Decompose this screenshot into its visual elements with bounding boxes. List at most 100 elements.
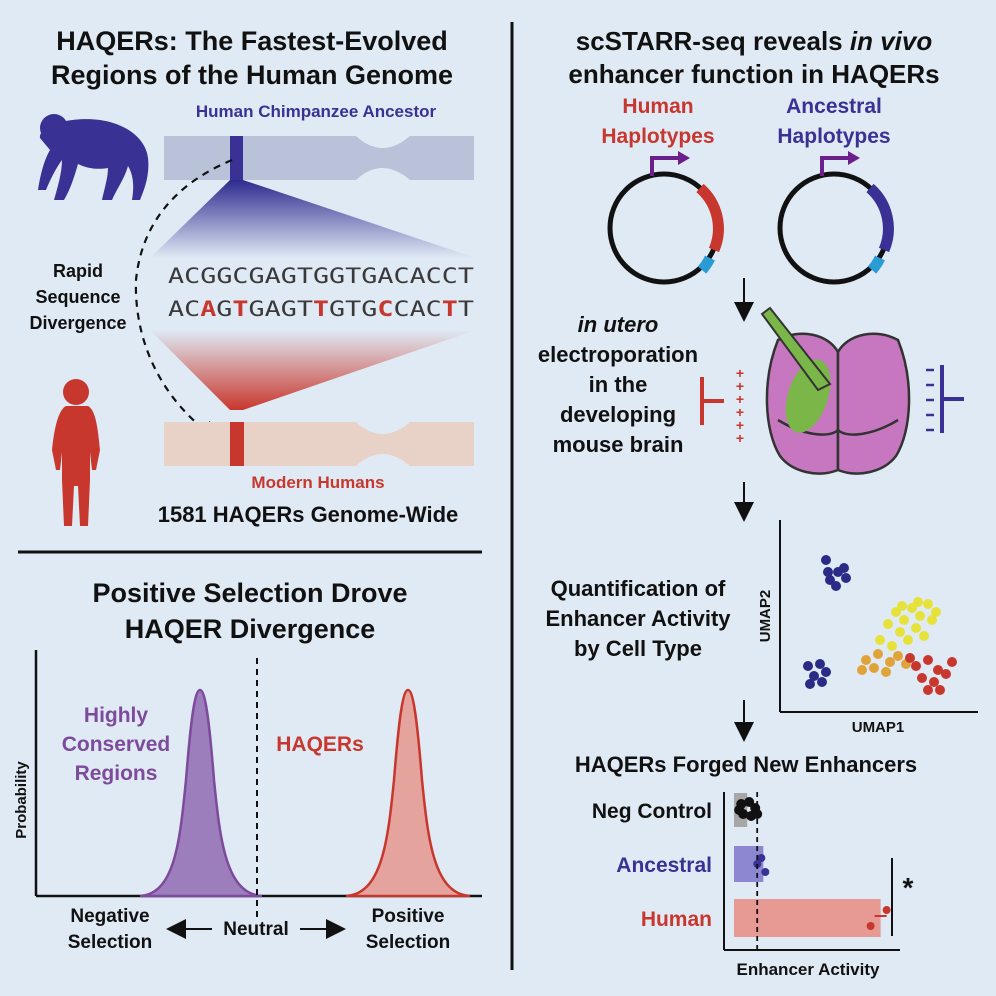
umap-point: [857, 665, 867, 675]
umap-point: [821, 667, 831, 677]
ancestor-chromosome: [164, 136, 474, 180]
umap-point: [941, 669, 951, 679]
umap-point: [809, 671, 819, 681]
svg-text:+: +: [736, 365, 744, 381]
ancestral-haplotypes-line1: Ancestral: [786, 95, 882, 118]
umap-point: [947, 657, 957, 667]
divergence-label-line2: Sequence: [35, 287, 120, 307]
human-zoom-wedge: [150, 330, 476, 410]
bar-label: Ancestral: [616, 854, 712, 877]
ancestral-plasmid-icon: [777, 151, 894, 285]
umap-point: [823, 567, 833, 577]
umap-point: [895, 627, 905, 637]
umap-point: [887, 641, 897, 651]
haqer-distribution: [345, 688, 471, 898]
umap-point: [883, 619, 893, 629]
svg-text:+: +: [736, 391, 744, 407]
bottom-left-title-line2: HAQER Divergence: [125, 614, 376, 644]
ancestor-haqer-band: [230, 136, 243, 180]
umap-point: [881, 667, 891, 677]
divergence-label-line3: Divergence: [29, 313, 126, 333]
umap-point: [893, 651, 903, 661]
selection-y-axis-label: Probability: [13, 761, 30, 839]
sequence-segment: AC: [168, 297, 200, 321]
mouse-brain-icon: [760, 306, 911, 475]
umap-point: [905, 653, 915, 663]
umap-point: [841, 573, 851, 583]
umap-point: [815, 659, 825, 669]
conserved-label-line1: Highly: [84, 704, 148, 727]
forged-title: HAQERs Forged New Enhancers: [575, 752, 917, 777]
conserved-label-line3: Regions: [75, 762, 158, 785]
conserved-label-line2: Conserved: [62, 733, 171, 756]
ancestral-sequence: ACGGCGAGTGGTGACACCT: [168, 264, 474, 288]
quantification-line1: Quantification of: [551, 576, 726, 601]
changed-base: C: [377, 297, 393, 321]
negative-selection-line2: Selection: [68, 932, 152, 953]
modern-humans-label: Modern Humans: [251, 473, 384, 492]
haqer-count-label: 1581 HAQERs Genome-Wide: [158, 502, 459, 527]
right-title-line2: enhancer function in HAQERs: [568, 59, 939, 89]
umap-point: [911, 661, 921, 671]
sequence-segment: T: [458, 297, 475, 321]
top-left-title-line2: Regions of the Human Genome: [51, 60, 453, 90]
umap-point: [817, 677, 827, 687]
umap-point: [917, 673, 927, 683]
human-icon: [52, 379, 100, 526]
bar-human: [734, 899, 881, 937]
changed-base: A: [200, 297, 217, 321]
sequence-segment: G: [216, 297, 232, 321]
umap-point: [885, 657, 895, 667]
ancestor-zoom-wedge: [150, 180, 476, 258]
umap-point: [873, 649, 883, 659]
divergence-arrow: [134, 158, 233, 443]
svg-text:+: +: [736, 417, 744, 433]
sequence-segment: CAC: [393, 297, 441, 321]
umap-point: [929, 677, 939, 687]
positive-electrode-icon: + + + + + +: [700, 365, 744, 446]
quantification-line2: Enhancer Activity: [545, 606, 731, 631]
human-haplotypes-line1: Human: [622, 95, 693, 118]
umap-point: [923, 655, 933, 665]
umap-point: [875, 635, 885, 645]
replicate-point: [866, 922, 875, 930]
sequence-segment: GTG: [329, 297, 377, 321]
electroporation-line1: in utero: [578, 312, 659, 337]
sequence-segment: GAGT: [249, 297, 314, 321]
umap-point: [903, 635, 913, 645]
ancestor-label: Human Chimpanzee Ancestor: [196, 102, 437, 121]
changed-base: T: [313, 297, 329, 321]
changed-base: T: [232, 297, 248, 321]
electroporation-line3: in the: [589, 372, 648, 397]
umap-point: [931, 607, 941, 617]
umap-point: [821, 555, 831, 565]
umap-point: [899, 615, 909, 625]
umap-point: [805, 679, 815, 689]
replicate-point: [757, 854, 766, 862]
human-haplotypes-line2: Haplotypes: [601, 125, 714, 148]
umap-point: [869, 663, 879, 673]
positive-selection-line1: Positive: [372, 906, 445, 927]
top-left-title-line1: HAQERs: The Fastest-Evolved: [56, 26, 448, 56]
replicate-point: [734, 805, 745, 815]
electroporation-line2: electroporation: [538, 342, 698, 367]
umap-point: [927, 615, 937, 625]
umap-x-label: UMAP1: [852, 719, 905, 736]
negative-electrode-icon: [926, 365, 964, 433]
activity-x-label: Enhancer Activity: [737, 960, 881, 979]
neutral-label: Neutral: [223, 919, 288, 940]
haqers-distribution-label: HAQERs: [276, 733, 364, 756]
bar-label: Human: [641, 908, 712, 931]
significance-star: *: [903, 872, 914, 903]
bar-label: Neg Control: [592, 800, 712, 823]
umap-point: [933, 665, 943, 675]
negative-selection-line1: Negative: [70, 906, 149, 927]
quantification-line3: by Cell Type: [574, 636, 702, 661]
svg-text:+: +: [736, 378, 744, 394]
electroporation-line5: mouse brain: [553, 432, 684, 457]
divergence-label-line1: Rapid: [53, 261, 103, 281]
svg-text:+: +: [736, 430, 744, 446]
human-chromosome: [164, 422, 474, 466]
